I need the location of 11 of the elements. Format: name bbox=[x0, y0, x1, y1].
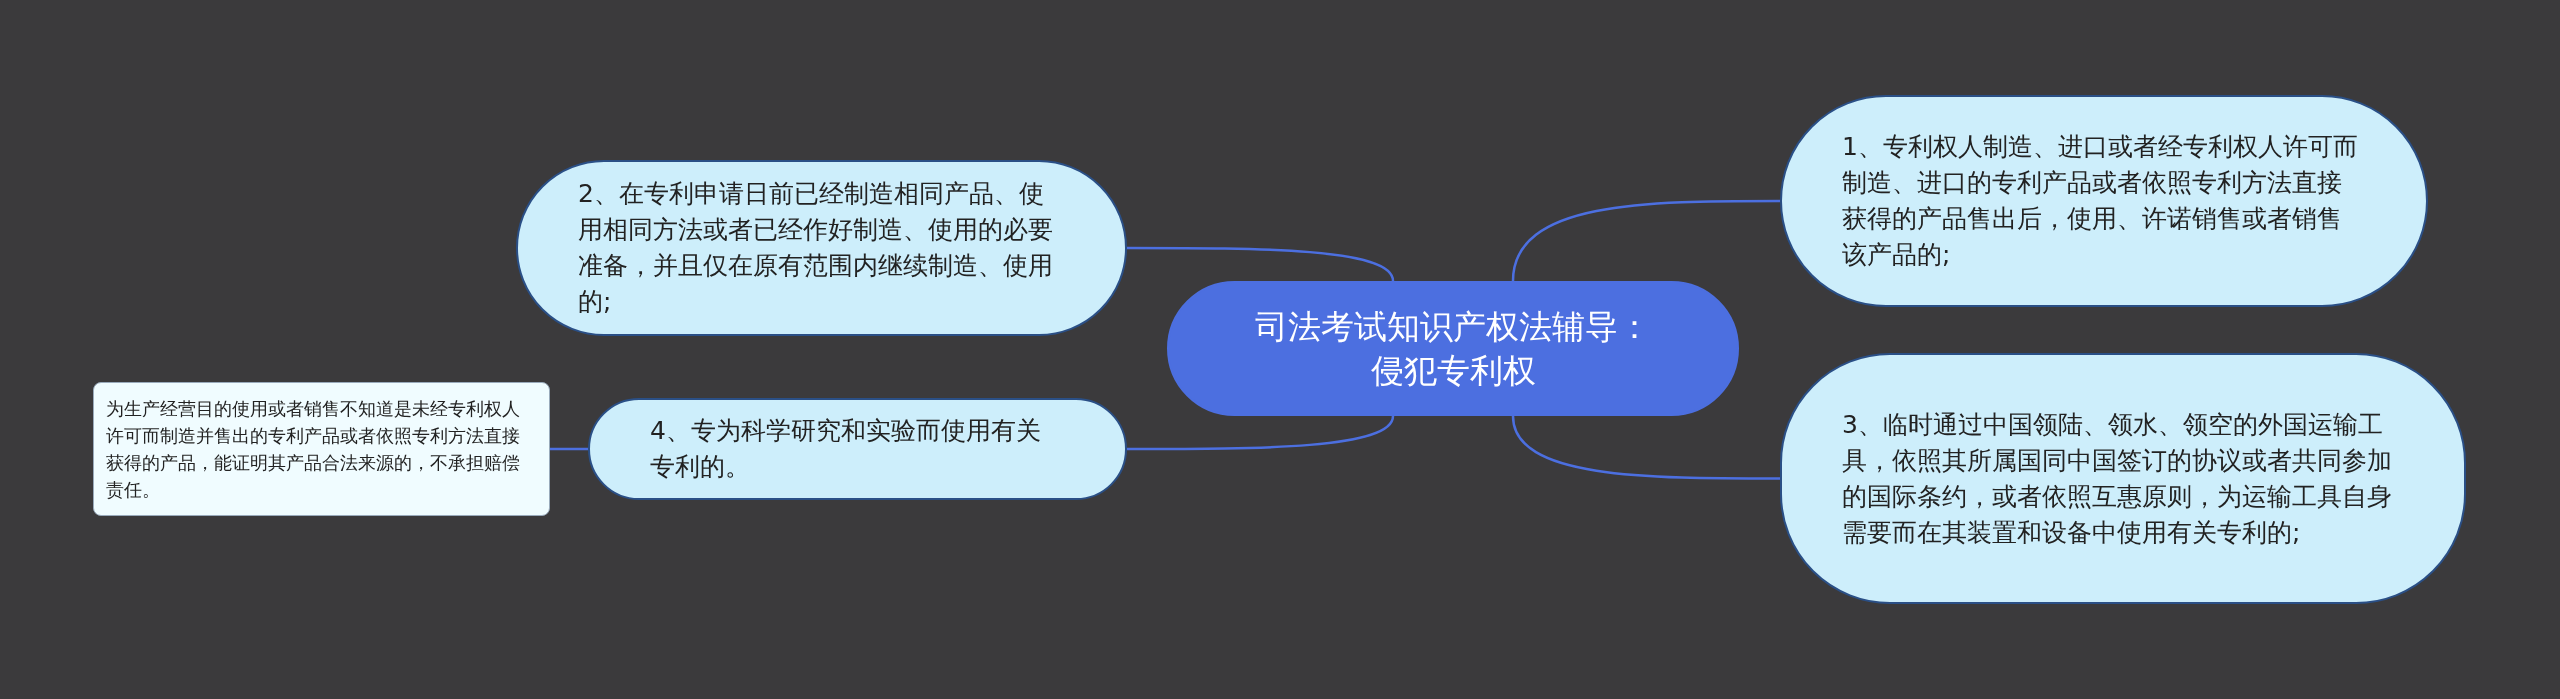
central-topic-bubble: 司法考试知识产权法辅导：侵犯专利权 bbox=[1167, 281, 1739, 416]
connector-line bbox=[1511, 415, 1780, 480]
topic-bubble: 3、临时通过中国领陆、领水、领空的外国运输工具，依照其所属国同中国签订的协议或者共同参加的国际条约，或者依照互惠原则，为运输工具自身需要而在其装置和设备中使用有关专利的; bbox=[1780, 353, 2466, 604]
connector-line bbox=[1127, 415, 1395, 451]
topic-bubble: 1、专利权人制造、进口或者经专利权人许可而制造、进口的专利产品或者依照专利方法直接获得的产品售出后，使用、许诺销售或者销售该产品的; bbox=[1780, 95, 2428, 307]
connector-line bbox=[550, 447, 588, 451]
note-card: 为生产经营目的使用或者销售不知道是未经专利权人许可而制造并售出的专利产品或者依照专利方法直接获得的产品，能证明其产品合法来源的，不承担赔偿责任。 bbox=[93, 382, 550, 516]
topic-bubble: 4、专为科学研究和实验而使用有关专利的。 bbox=[588, 398, 1127, 500]
connector-line bbox=[1127, 246, 1395, 282]
topic-bubble: 2、在专利申请日前已经制造相同产品、使用相同方法或者已经作好制造、使用的必要准备，并且仅在原有范围内继续制造、使用的; bbox=[516, 160, 1127, 336]
connector-line bbox=[1511, 199, 1780, 282]
